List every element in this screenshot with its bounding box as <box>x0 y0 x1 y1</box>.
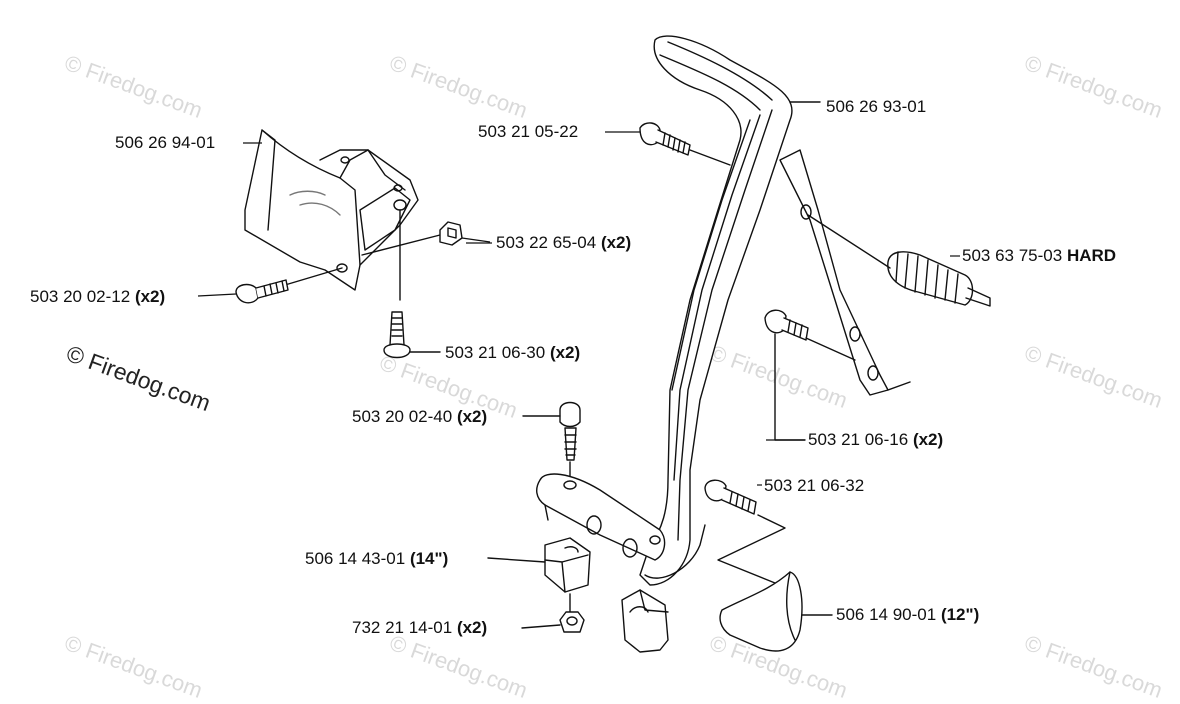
part-label: 732 21 14-01 (x2) <box>352 618 488 637</box>
screw-503-20-02-12 <box>235 279 289 304</box>
part-label: 503 20 02-40 (x2) <box>352 407 488 426</box>
part-label: 503 20 02-12 (x2) <box>30 287 166 306</box>
clamp-bar <box>536 473 666 561</box>
screw-503-21-06-30 <box>383 311 441 359</box>
screw-503-21-06-16 <box>764 309 856 441</box>
part-label: 506 26 93-01 <box>826 97 927 116</box>
bottom-mount <box>621 589 669 653</box>
part-label: 506 14 43-01 (14") <box>305 549 449 568</box>
part-label: 506 14 90-01 (12") <box>836 605 980 624</box>
part-label: 503 21 05-22 <box>478 122 579 141</box>
screw-503-21-05-22 <box>639 122 691 156</box>
screw-503-20-02-40 <box>522 401 581 477</box>
part-label: 503 21 06-30 (x2) <box>445 343 581 362</box>
spring-part <box>807 214 991 307</box>
screw-503-21-06-32 <box>704 479 786 584</box>
part-label: 503 63 75-03 HARD <box>962 246 1117 265</box>
part-label: 503 21 06-32 <box>764 476 865 495</box>
part-label: 506 26 94-01 <box>115 133 216 152</box>
nut-732-21-14-01 <box>521 611 585 633</box>
part-label: 503 22 65-04 (x2) <box>496 233 632 252</box>
support-brace <box>779 149 889 396</box>
main-handle-part <box>639 35 793 586</box>
part-label: 503 21 06-16 (x2) <box>808 430 944 449</box>
cover-506-14-90-01 <box>719 571 833 652</box>
block-506-14-43-01 <box>487 537 591 613</box>
bracket-part <box>244 129 419 291</box>
nut-503-22-65-04 <box>439 221 463 246</box>
